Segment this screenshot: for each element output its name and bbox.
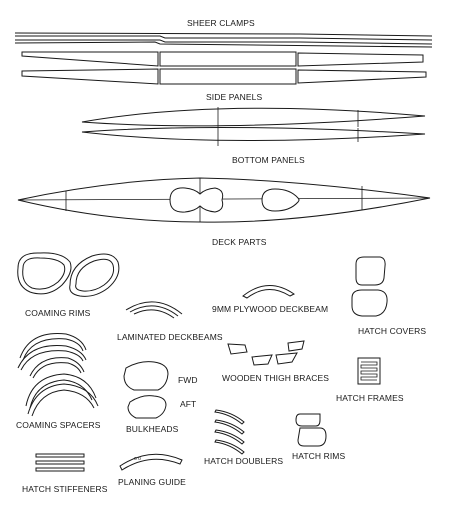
label-bulkheads: BULKHEADS [126, 424, 179, 434]
plywood-deckbeam [242, 285, 295, 299]
laminated-deckbeams [125, 301, 183, 319]
label-planing-guide: PLANING GUIDE [118, 477, 186, 487]
bulkheads [123, 361, 169, 419]
hatch-frames [357, 357, 381, 385]
hatch-covers [351, 256, 388, 317]
planing-guide: o o [119, 453, 183, 471]
label-hatch-stiffeners: HATCH STIFFENERS [22, 484, 108, 494]
label-plywood-deckbeam: 9MM PLYWOOD DECKBEAM [212, 304, 329, 314]
sheer-clamps [14, 32, 433, 48]
hatch-stiffeners [35, 453, 85, 472]
label-deck-parts: DECK PARTS [212, 237, 267, 247]
label-side-panels: SIDE PANELS [206, 92, 263, 102]
label-coaming-rims: COAMING RIMS [25, 308, 91, 318]
hatch-doublers [214, 409, 245, 455]
label-hatch-frames: HATCH FRAMES [336, 393, 404, 403]
label-aft: AFT [180, 399, 197, 409]
side-panels [21, 51, 427, 85]
label-hatch-rims: HATCH RIMS [292, 451, 346, 461]
coaming-rims [17, 252, 120, 297]
svg-text:o o: o o [134, 456, 141, 462]
coaming-spacers [17, 333, 99, 417]
label-hatch-covers: HATCH COVERS [358, 326, 427, 336]
wooden-thigh-braces [227, 340, 305, 366]
label-bottom-panels: BOTTOM PANELS [232, 155, 305, 165]
label-coaming-spacers: COAMING SPACERS [16, 420, 101, 430]
label-wooden-thigh-braces: WOODEN THIGH BRACES [222, 373, 330, 383]
hatch-rims [295, 413, 327, 447]
label-hatch-doublers: HATCH DOUBLERS [204, 456, 284, 466]
bottom-panels [81, 107, 426, 146]
label-fwd: FWD [178, 375, 198, 385]
label-sheer-clamps: SHEER CLAMPS [187, 18, 255, 28]
label-laminated-deckbeams: LAMINATED DECKBEAMS [117, 332, 223, 342]
deck-parts [17, 177, 431, 223]
